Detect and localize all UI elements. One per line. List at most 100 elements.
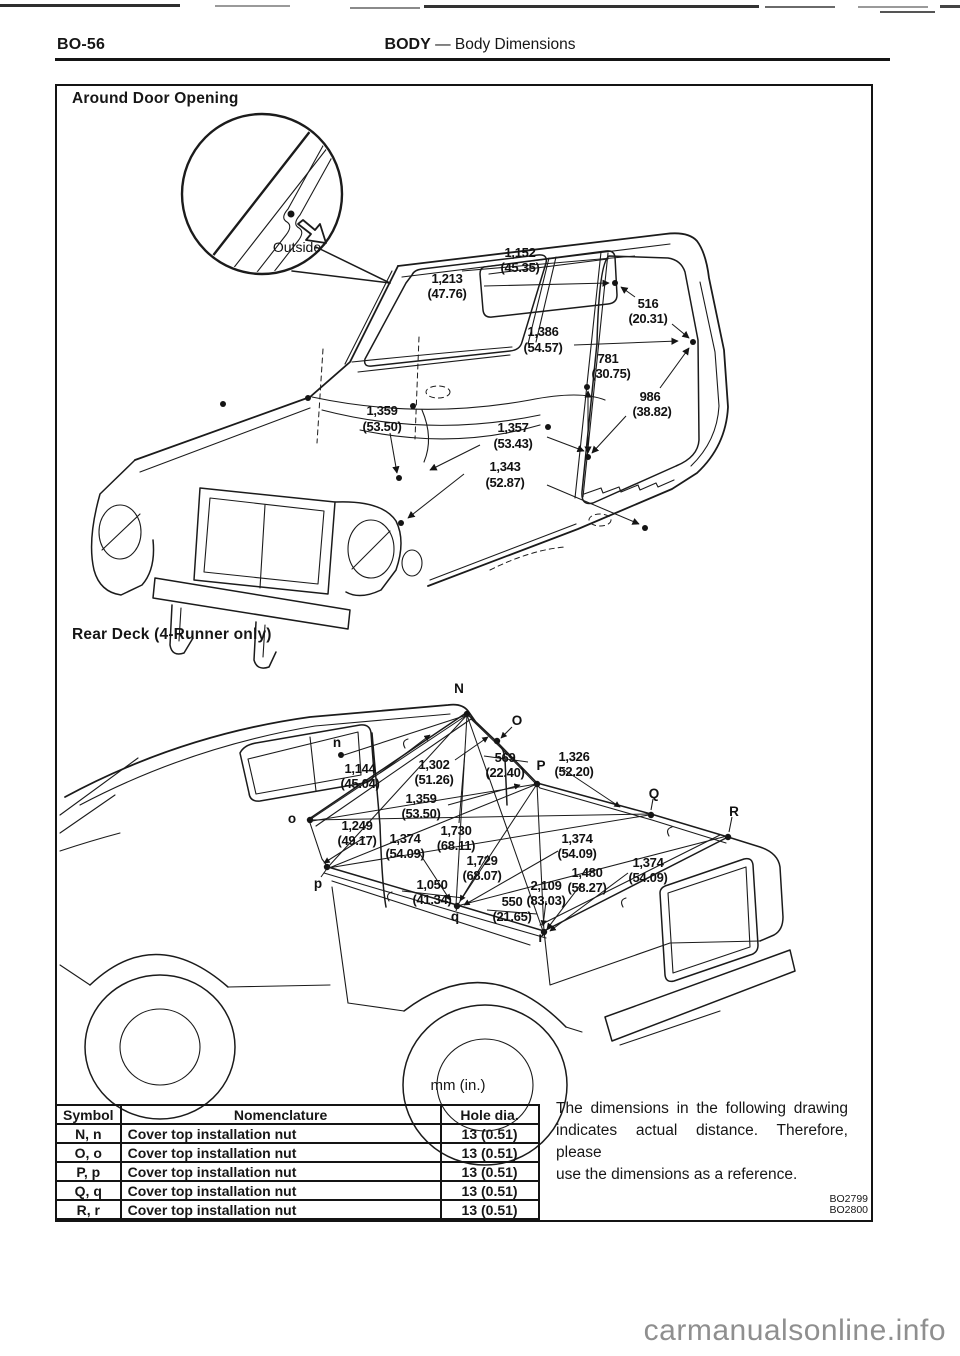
watermark: carmanualsonline.info — [643, 1314, 946, 1347]
cell-hole-dia: 13 (0.51) — [439, 1142, 540, 1163]
truck-leader-lines — [309, 714, 733, 933]
dim-label: 1,729 — [466, 853, 497, 868]
dim-label: 1,144 — [344, 761, 376, 776]
dim-label: 1,386 — [527, 324, 558, 339]
dim-label: 1,374 — [561, 831, 593, 846]
col-header-nomenclature: Nomenclature — [119, 1104, 442, 1125]
dim-label: (45.04) — [340, 776, 379, 791]
dim-label: 1,374 — [632, 855, 664, 870]
cell-nomenclature: Cover top installation nut — [119, 1180, 442, 1201]
section-title-rear-deck: Rear Deck (4-Runner only) — [72, 626, 272, 643]
dim-label: (30.75) — [591, 366, 630, 381]
dim-label: (53.43) — [493, 436, 532, 451]
truck-point-letters: N O n P o Q R p q r — [288, 681, 739, 945]
dim-label: 1,249 — [341, 818, 372, 833]
dim-label: (58.27) — [567, 880, 606, 895]
dim-label: 1,357 — [497, 420, 528, 435]
dim-label: (20.31) — [628, 311, 667, 326]
dim-label: 1,213 — [431, 271, 462, 286]
dim-label: 781 — [598, 351, 619, 366]
dim-label: 1,050 — [416, 877, 447, 892]
cell-hole-dia: 13 (0.51) — [439, 1161, 540, 1182]
dim-label: (54.57) — [523, 340, 562, 355]
section-title-door-opening: Around Door Opening — [72, 90, 239, 107]
dim-label: 1,374 — [389, 831, 421, 846]
dim-label: 1,359 — [366, 403, 397, 418]
dim-label: (54.09) — [628, 870, 667, 885]
table-row: N, n Cover top installation nut 13 (0.51… — [55, 1123, 540, 1144]
page-header: BODY — Body Dimensions — [0, 36, 960, 54]
header-rule — [55, 58, 890, 61]
dim-label: (21.65) — [492, 909, 531, 924]
rear-deck-diagram: N O n P o Q R p q r 1,144 (45.04) 1,302 … — [59, 681, 796, 1166]
dim-label: 516 — [638, 296, 659, 311]
dim-label: (45.35) — [500, 260, 539, 275]
truck-dimension-labels: 1,144 (45.04) 1,302 (51.26) 569 (22.40) … — [337, 749, 667, 924]
dim-label: 1,302 — [418, 757, 449, 772]
point-Q: Q — [649, 786, 660, 801]
dim-label: 1,730 — [440, 823, 471, 838]
figure-ref-codes: BO2799 BO2800 — [556, 1194, 868, 1216]
cell-hole-dia: 13 (0.51) — [439, 1180, 540, 1201]
dim-label: 1,152 — [504, 245, 535, 260]
dim-label: 1,343 — [489, 459, 520, 474]
truck-line-art — [59, 703, 796, 1166]
point-O: O — [512, 713, 523, 728]
cell-hole-dia: 13 (0.51) — [439, 1123, 540, 1144]
table-row: Q, q Cover top installation nut 13 (0.51… — [55, 1180, 540, 1201]
dim-label: 1,326 — [558, 749, 589, 764]
table-header-row: Symbol Nomenclature Hole dia. — [55, 1104, 540, 1125]
col-header-hole-dia: Hole dia. — [439, 1104, 540, 1125]
cell-hole-dia: 13 (0.51) — [439, 1199, 540, 1220]
cell-symbol: O, o — [55, 1142, 122, 1163]
point-r: r — [538, 930, 544, 945]
dim-label: (68.07) — [462, 868, 501, 883]
dim-label: 1,480 — [571, 865, 602, 880]
dim-label: 550 — [502, 894, 523, 909]
dim-label: (68.11) — [437, 838, 475, 853]
dim-label: 2,109 — [530, 878, 561, 893]
door-opening-diagram: Outside 1,152 (45.35) 1,213 (47.76) 516 … — [90, 112, 729, 669]
outside-arrow-icon — [297, 219, 327, 244]
dim-label: (54.09) — [385, 846, 424, 861]
cell-symbol: Q, q — [55, 1180, 122, 1201]
ref-code: BO2800 — [829, 1204, 868, 1216]
note-line: The dimensions in the following drawing — [556, 1100, 848, 1117]
units-note: mm (in.) — [430, 1077, 486, 1094]
cell-symbol: P, p — [55, 1161, 122, 1182]
dim-label: (41.34) — [412, 892, 451, 907]
point-p: p — [314, 876, 322, 891]
page-title: — Body Dimensions — [435, 36, 576, 53]
dim-label: (47.76) — [427, 286, 466, 301]
point-N: N — [454, 681, 464, 696]
col-header-symbol: Symbol — [55, 1104, 122, 1125]
ref-code: BO2799 — [829, 1193, 868, 1205]
note-line: use the dimensions as a reference. — [556, 1166, 798, 1183]
dim-label: (22.40) — [485, 765, 524, 780]
dim-label: (38.82) — [632, 404, 671, 419]
cell-nomenclature: Cover top installation nut — [119, 1161, 442, 1182]
point-n: n — [333, 735, 341, 750]
page-code: BO-56 — [57, 36, 106, 53]
section-point-dot — [287, 210, 295, 218]
dim-label: (51.26) — [414, 772, 453, 787]
cell-symbol: R, r — [55, 1199, 122, 1220]
dim-label: 569 — [495, 750, 516, 765]
cab-line-art — [90, 112, 729, 669]
point-q: q — [451, 909, 459, 924]
note-line: indicates actual distance. Therefore, pl… — [556, 1122, 848, 1161]
dim-label: (52.87) — [485, 475, 524, 490]
dim-label: (83.03) — [526, 893, 565, 908]
table-row: P, p Cover top installation nut 13 (0.51… — [55, 1161, 540, 1182]
dim-label: (52.20) — [554, 764, 593, 779]
cell-nomenclature: Cover top installation nut — [119, 1123, 442, 1144]
cell-nomenclature: Cover top installation nut — [119, 1199, 442, 1220]
dim-label: (53.50) — [401, 806, 440, 821]
point-P: P — [536, 758, 545, 773]
cab-leader-lines — [389, 255, 690, 525]
dim-label: (53.50) — [362, 419, 401, 434]
table-row: R, r Cover top installation nut 13 (0.51… — [55, 1199, 540, 1220]
dim-label: 986 — [640, 389, 661, 404]
cell-symbol: N, n — [55, 1123, 122, 1144]
hole-dia-table: Symbol Nomenclature Hole dia. N, n Cover… — [55, 1104, 540, 1220]
